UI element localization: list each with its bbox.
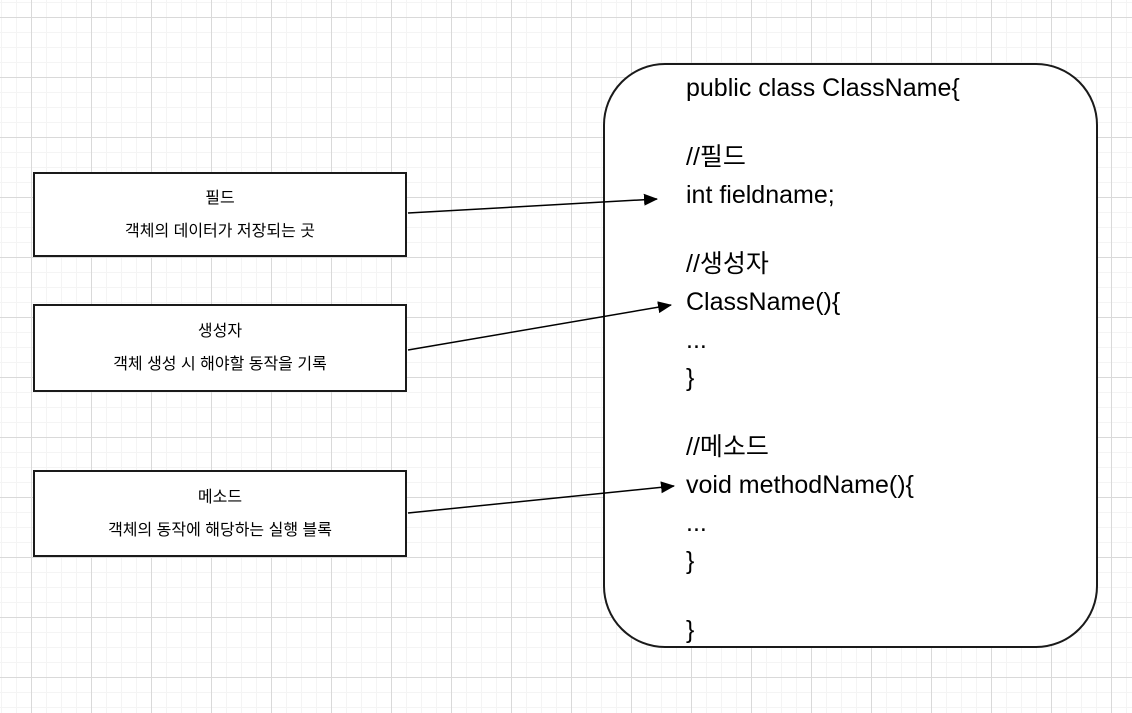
code-line-close-brace: } xyxy=(686,547,695,575)
code-line-ellipsis: ... xyxy=(686,509,707,537)
label-box-constructor-title: 생성자 xyxy=(197,323,243,340)
code-line-blank xyxy=(686,397,1076,428)
code-line-class-close-brace: } xyxy=(686,616,695,644)
label-box-field-desc: 객체의 데이터가 저장되는 곳 xyxy=(125,222,315,240)
code-line-class-declaration: public class ClassName{ xyxy=(686,74,960,102)
label-box-method-title: 메소드 xyxy=(197,488,243,506)
label-box-method: 메소드 객체의 동작에 해당하는 실행 블록 xyxy=(33,470,407,557)
label-box-field: 필드 객체의 데이터가 저장되는 곳 xyxy=(33,172,407,257)
code-line-constructor: ClassName(){ xyxy=(686,288,841,316)
label-box-method-desc: 객체의 동작에 해당하는 실행 블록 xyxy=(108,521,332,539)
code-line-close-brace: } xyxy=(686,364,695,392)
code-line-blank xyxy=(686,580,1076,611)
label-box-field-title: 필드 xyxy=(205,189,235,207)
label-box-constructor: 생성자 객체 생성 시 해야할 동작을 기록 xyxy=(33,304,407,392)
code-line-blank xyxy=(686,214,1076,245)
code-line-ellipsis: ... xyxy=(686,326,707,354)
code-line-field: int fieldname; xyxy=(686,181,835,209)
label-box-constructor-desc: 객체 생성 시 해야할 동작을 기록 xyxy=(113,356,327,373)
code-line-method: void methodName(){ xyxy=(686,471,914,499)
code-line-field-comment: //필드 xyxy=(686,143,746,171)
class-definition-panel: public class ClassName{ //필드 int fieldna… xyxy=(603,63,1098,648)
code-line-blank xyxy=(686,107,1076,138)
code-line-method-comment: //메소드 xyxy=(686,433,769,461)
code-line-constructor-comment: //생성자 xyxy=(686,250,769,278)
